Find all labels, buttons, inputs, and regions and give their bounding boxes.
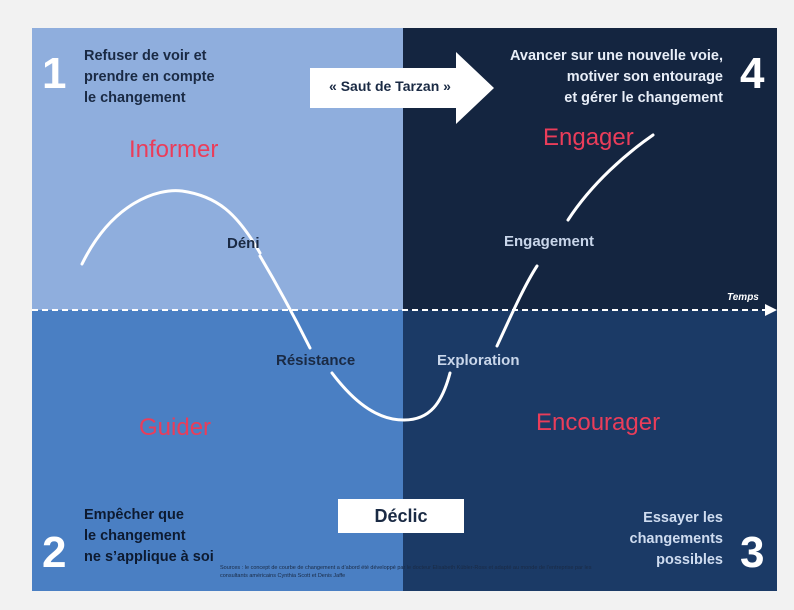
- quadrant-2-line-2: le changement: [84, 528, 186, 544]
- quadrant-1-description: Refuser de voir et prendre en compte le …: [84, 46, 215, 109]
- diagram-overlay: [32, 52, 777, 422]
- quadrant-4-line-2: motiver son entourage: [566, 69, 723, 85]
- quadrant-1-line-1: Refuser de voir et: [84, 48, 207, 64]
- quadrant-4-line-1: Avancer sur une nouvelle voie,: [509, 48, 723, 64]
- quadrant-2-description: Empêcher que le changement ne s’applique…: [84, 505, 214, 568]
- time-axis-label: Temps: [727, 292, 759, 303]
- tarzan-jump-arrow: [310, 52, 494, 124]
- quadrant-3-line-2: changements: [629, 531, 723, 547]
- declic-box: Déclic: [338, 499, 464, 533]
- quadrant-3-description: Essayer les changements possibles: [630, 508, 723, 571]
- stage-resistance: Résistance: [276, 352, 356, 369]
- time-axis-arrowhead: [765, 304, 777, 316]
- tarzan-jump-label: « Saut de Tarzan »: [329, 78, 451, 94]
- sources-note: Sources : le concept de courbe de change…: [220, 565, 592, 579]
- quadrant-3-number: 3: [740, 528, 765, 577]
- change-curve-slide: 1 Refuser de voir et prendre en compte l…: [32, 28, 777, 591]
- action-engager: Engager: [543, 124, 634, 151]
- change-curve: [80, 133, 655, 422]
- action-informer: Informer: [129, 136, 219, 163]
- quadrant-4-line-3: et gérer le changement: [564, 90, 723, 106]
- quadrant-1-number: 1: [42, 49, 67, 98]
- quadrant-4-description: Avancer sur une nouvelle voie, motiver s…: [510, 46, 723, 109]
- stage-engagement: Engagement: [504, 233, 595, 250]
- quadrant-2-line-1: Empêcher que: [84, 507, 184, 523]
- quadrant-2-number: 2: [42, 528, 67, 577]
- quadrant-2-line-3: ne s’applique à soi: [84, 549, 214, 565]
- action-guider: Guider: [139, 414, 212, 441]
- quadrant-4-number: 4: [740, 49, 765, 98]
- quadrant-1-line-3: le changement: [84, 90, 186, 106]
- quadrant-1-line-2: prendre en compte: [84, 69, 215, 85]
- quadrant-3: [403, 310, 777, 591]
- quadrant-3-line-1: Essayer les: [643, 510, 723, 526]
- quadrant-3-line-3: possibles: [656, 552, 723, 568]
- quadrant-2: [32, 310, 403, 591]
- action-encourager: Encourager: [536, 409, 661, 436]
- stage-exploration: Exploration: [437, 352, 520, 369]
- stage-deni: Déni: [227, 235, 260, 252]
- declic-label: Déclic: [374, 505, 428, 526]
